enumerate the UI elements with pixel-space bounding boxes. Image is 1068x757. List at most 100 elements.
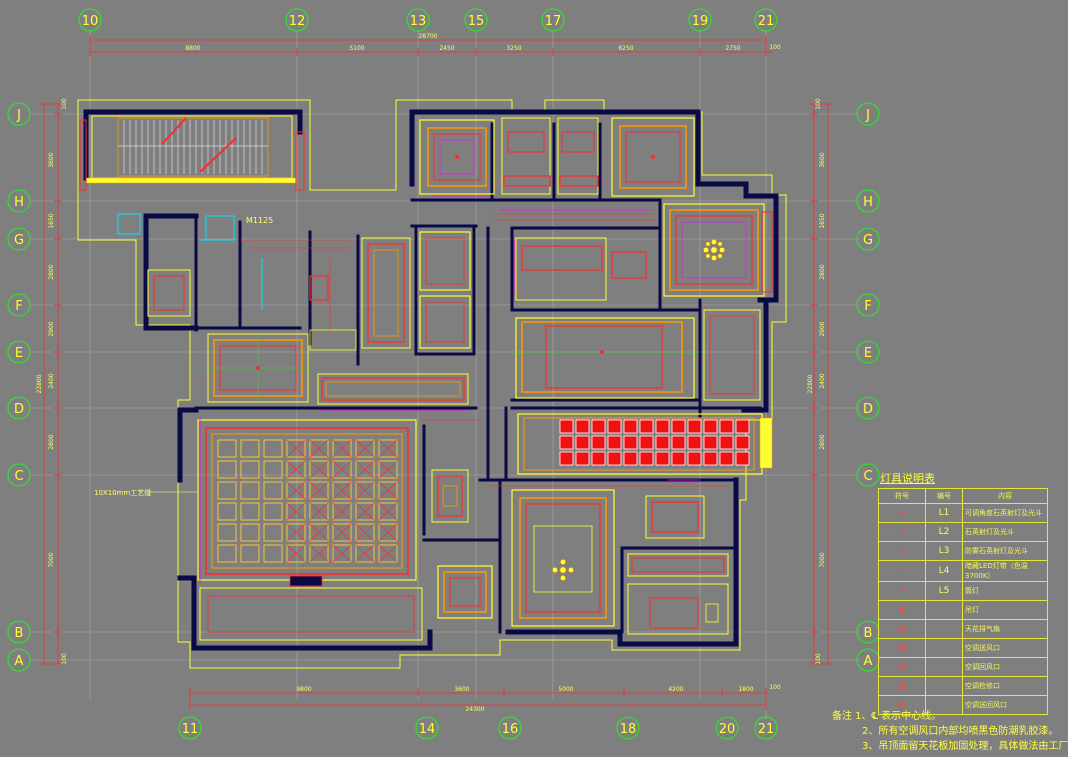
ceiling-panel — [591, 435, 606, 450]
ceiling-panel — [735, 419, 750, 434]
legend-code: L4 — [925, 560, 963, 582]
legend-content: 石英射灯及光斗 — [962, 522, 1048, 542]
dim-bottom-end: 100 — [769, 684, 781, 691]
ceiling-panel — [735, 451, 750, 466]
dim-right: 3600 — [819, 152, 826, 167]
dim-left: 7000 — [48, 552, 55, 567]
dim-left: 2800 — [48, 434, 55, 449]
dash-icon: - - - — [878, 560, 926, 582]
coffer-panel — [286, 460, 306, 479]
grid-bubbles-left — [7, 102, 31, 672]
dim-right: 2900 — [819, 321, 826, 336]
guest-room-ceiling — [437, 565, 493, 619]
chandelier-icon — [552, 559, 574, 581]
coffer-panel — [378, 523, 398, 542]
left-dimension-chain — [40, 103, 62, 665]
coffer-panel — [355, 502, 375, 521]
coffer-cross — [286, 481, 306, 500]
ceiling-panel — [639, 451, 654, 466]
dim-top: 8800 — [185, 45, 200, 52]
dim-right: 100 — [815, 98, 822, 110]
ceiling-panel — [559, 419, 574, 434]
grid-label: A — [15, 654, 24, 669]
legend-code — [925, 619, 963, 639]
coffer-panel — [286, 544, 306, 563]
coffer-panel — [378, 481, 398, 500]
foyer-ceiling — [431, 469, 469, 523]
coffer-cross — [309, 502, 329, 521]
coffer-cross — [286, 544, 306, 563]
legend-content: 筒灯 — [962, 581, 1048, 601]
legend-header-cell: 内容 — [962, 488, 1048, 504]
ceiling-panel — [719, 419, 734, 434]
kitchen-ceiling — [515, 237, 761, 401]
dim-left: 2800 — [48, 264, 55, 279]
corridor-ceiling — [309, 231, 471, 405]
ceiling-panel — [575, 451, 590, 466]
building-outline — [77, 99, 787, 669]
coffer-panel — [263, 502, 283, 521]
legend-content: 防雾石英射灯及光斗 — [962, 541, 1048, 561]
coffer-cross — [378, 439, 398, 458]
coffer-panel — [355, 523, 375, 542]
ceiling-panel — [703, 451, 718, 466]
living-room-ceiling — [197, 419, 417, 581]
stair-room — [79, 115, 305, 191]
ceiling-panel — [671, 451, 686, 466]
bottom-dimension-chain — [189, 688, 767, 710]
coffer-panel — [286, 502, 306, 521]
dim-bottom: 3600 — [454, 686, 469, 693]
coffer-panel — [217, 502, 237, 521]
grid-label: H — [863, 195, 873, 210]
legend-content: 空调送回风口 — [962, 695, 1048, 715]
exhaust-icon: ⊠ — [878, 619, 926, 639]
ceiling-panel — [639, 419, 654, 434]
grid-label: B — [15, 626, 24, 641]
grid-label: 12 — [289, 14, 306, 29]
dot-icon: • — [878, 541, 926, 561]
coffer-panel — [378, 439, 398, 458]
coffer-panel — [309, 502, 329, 521]
dim-right: 2400 — [819, 373, 826, 388]
grid-label: J — [16, 108, 21, 123]
dim-right: 2800 — [819, 434, 826, 449]
coffer-cross — [378, 502, 398, 521]
coffer-panel — [217, 481, 237, 500]
grid-label: G — [863, 233, 873, 248]
coffer-panel — [263, 439, 283, 458]
bath-bottom-ceiling — [627, 495, 729, 635]
coffer-panel — [286, 481, 306, 500]
coffer-cross — [309, 439, 329, 458]
dim-total-left: 22800 — [36, 374, 43, 393]
ceiling-panel — [623, 435, 638, 450]
legend-header-cell: 符号 — [878, 488, 926, 504]
legend-row: ⊞空调送风口 — [878, 638, 1048, 658]
coffer-panel — [332, 523, 352, 542]
coffer-panel — [240, 544, 260, 563]
master-bedroom-ceiling — [663, 203, 773, 297]
coffer-cross — [378, 481, 398, 500]
ceiling-panel — [671, 419, 686, 434]
ceiling-plan: 28700 8800 5100 2450 3250 6250 2750 100 … — [7, 8, 880, 740]
right-dimension-chain — [810, 103, 832, 665]
cross-icon: ⌖ — [878, 503, 926, 523]
legend-code: L3 — [925, 541, 963, 561]
grid-label: 20 — [719, 722, 736, 737]
coffer-cross — [332, 481, 352, 500]
door-tag: M1125 — [246, 216, 273, 225]
ceiling-panel — [703, 435, 718, 450]
coffer-panel — [263, 481, 283, 500]
right-dimension-text: 100 3600 1650 2800 2900 2400 2800 7000 1… — [807, 98, 826, 665]
coffer-panel — [378, 460, 398, 479]
coffer-panel — [240, 439, 260, 458]
coffer-cross — [355, 502, 375, 521]
coffer-panel — [263, 460, 283, 479]
legend-code — [925, 600, 963, 620]
coffer-cross — [286, 502, 306, 521]
coffer-cross — [309, 523, 329, 542]
ceiling-panel — [591, 451, 606, 466]
coffer-panel — [217, 544, 237, 563]
